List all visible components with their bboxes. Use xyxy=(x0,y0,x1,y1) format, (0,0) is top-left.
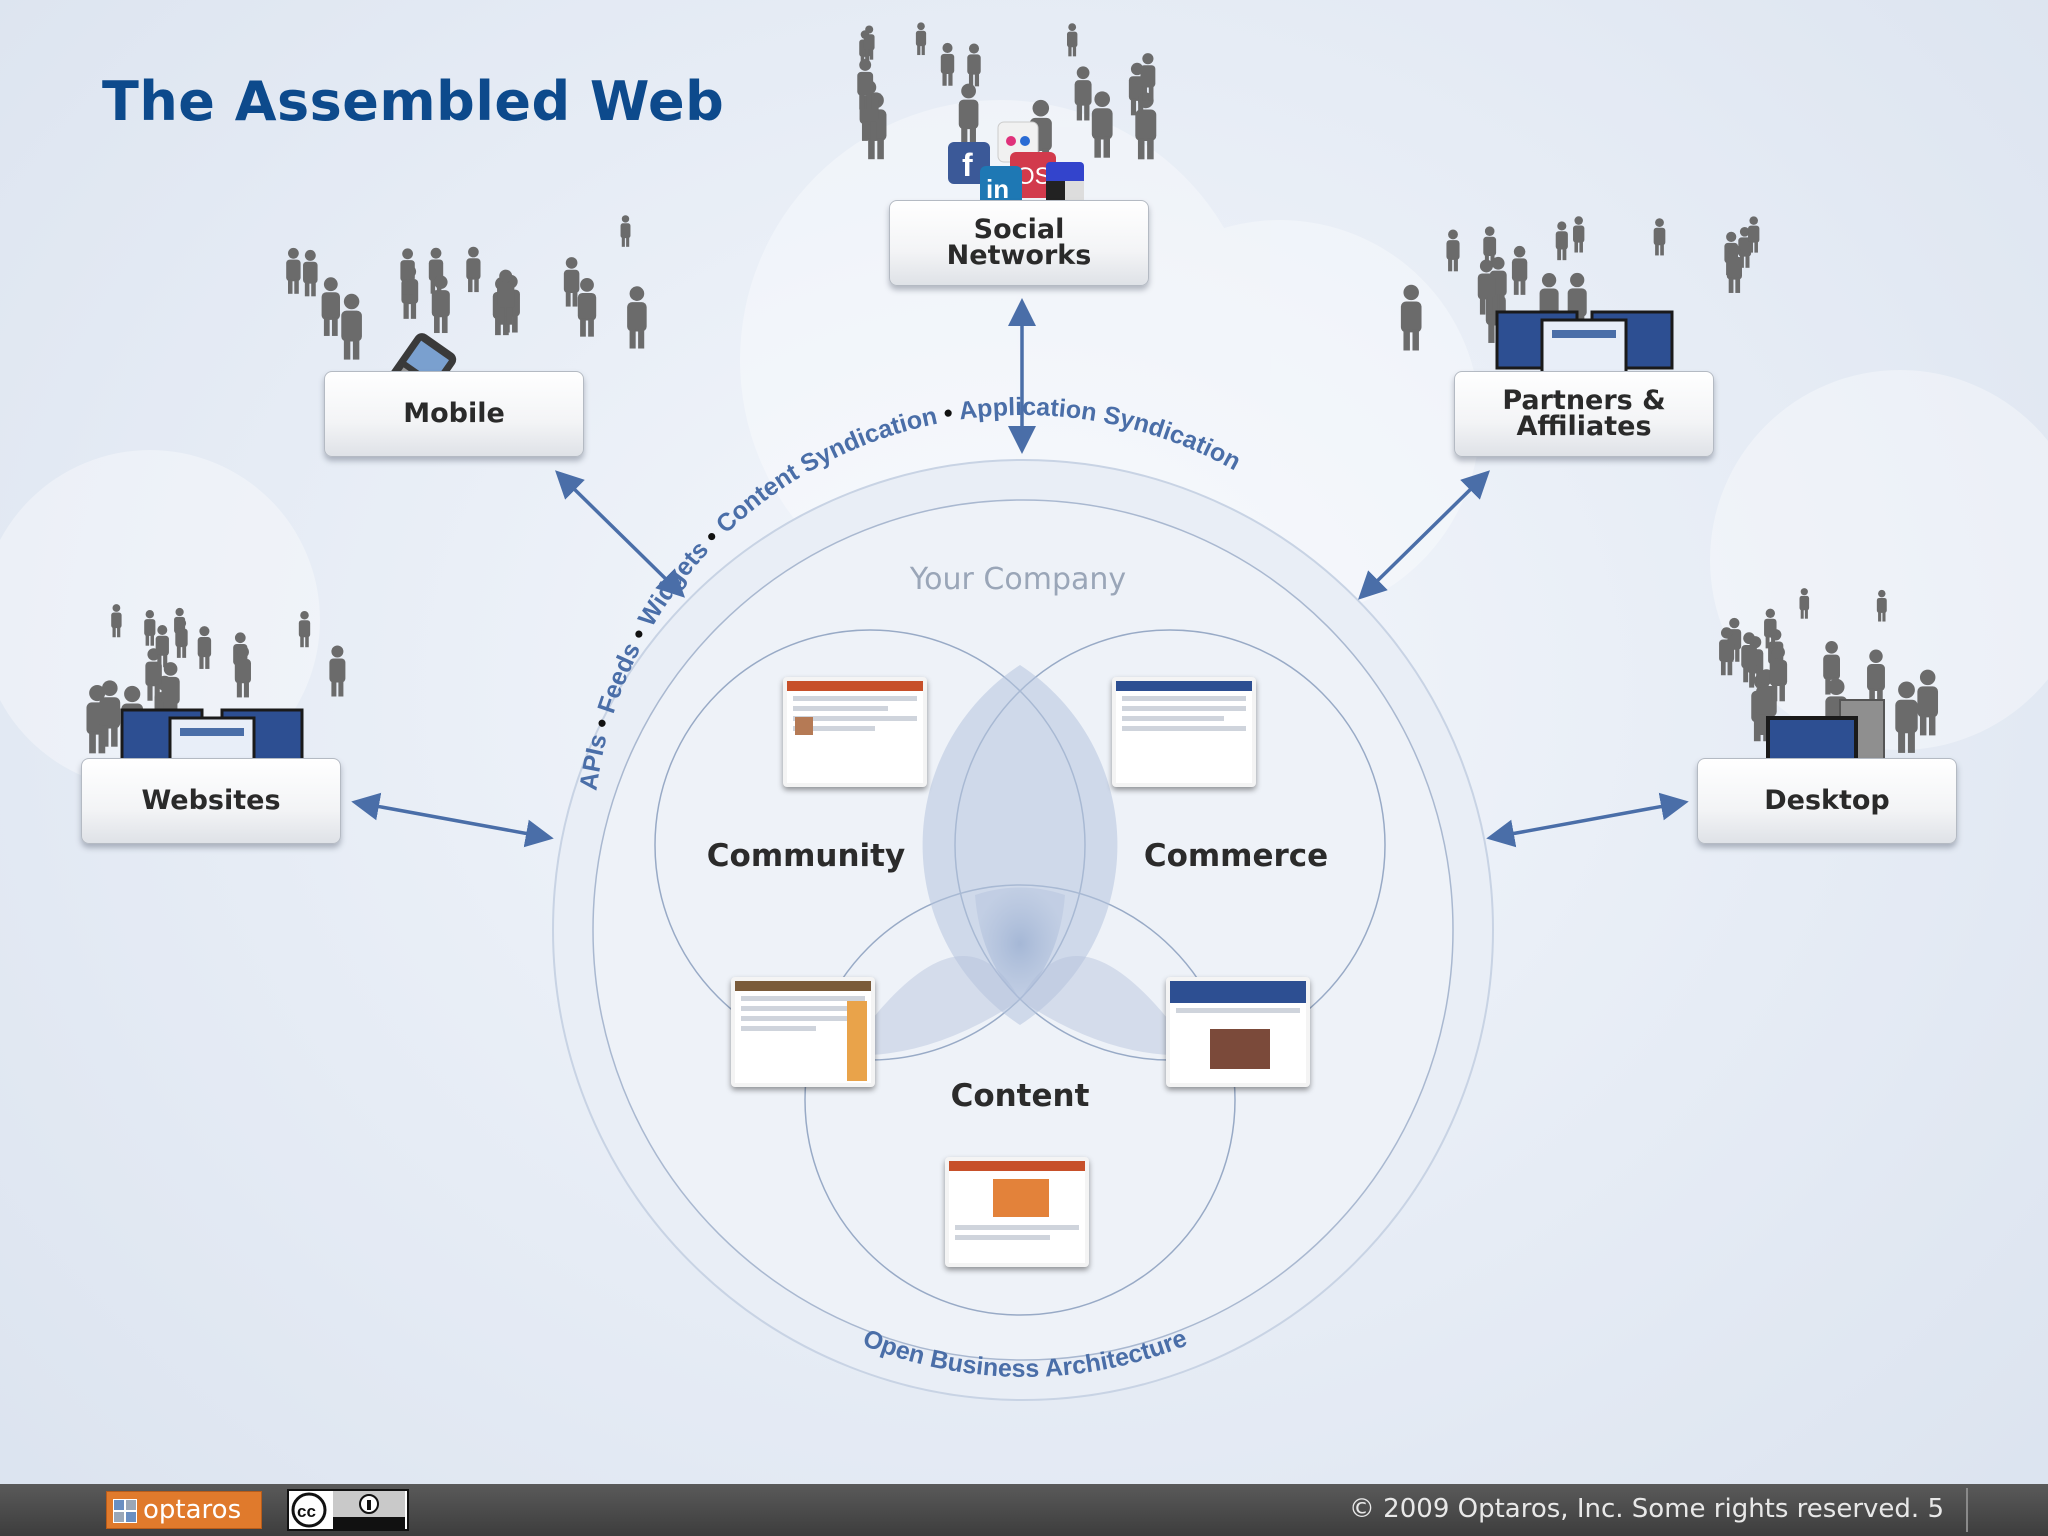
content-site-screenshot-bottom xyxy=(945,1157,1089,1267)
person-icon xyxy=(627,286,647,349)
person-icon xyxy=(1091,91,1113,158)
person-icon xyxy=(1653,218,1666,256)
person-icon xyxy=(111,604,122,638)
cc-icon: cc xyxy=(291,1491,405,1529)
venn-label-community: Community xyxy=(706,838,906,874)
svg-text:cc: cc xyxy=(297,1502,316,1521)
person-icon xyxy=(857,59,874,110)
person-icon xyxy=(321,277,340,336)
person-icon xyxy=(1555,221,1568,261)
person-icon xyxy=(1477,259,1496,315)
person-icon xyxy=(431,275,450,334)
person-icon xyxy=(1917,669,1939,736)
person-icon xyxy=(1511,245,1528,295)
monitor-icon xyxy=(120,310,1674,780)
arrow-desktop xyxy=(1486,792,1689,848)
person-icon xyxy=(144,610,156,646)
node-desktop[interactable]: Desktop xyxy=(1697,758,1957,844)
node-partners-affiliates[interactable]: Partners & Affiliates xyxy=(1454,371,1714,457)
arrow-partners xyxy=(1358,470,1490,600)
person-icon xyxy=(577,278,597,337)
person-icon xyxy=(286,247,301,294)
svg-text:in: in xyxy=(986,174,1009,204)
person-icon xyxy=(1823,641,1840,695)
venn-label-commerce: Commerce xyxy=(1143,838,1329,874)
social-network-icons: f OS in xyxy=(948,121,1084,208)
person-icon xyxy=(940,42,955,86)
person-icon xyxy=(1726,244,1742,293)
node-websites[interactable]: Websites xyxy=(81,758,341,844)
optaros-logo-mark xyxy=(113,1499,137,1523)
person-icon xyxy=(1741,632,1757,683)
person-icon xyxy=(329,645,346,697)
optaros-logo-text: optaros xyxy=(143,1495,242,1525)
venn-overlaps xyxy=(845,665,1195,1056)
linkedin-icon xyxy=(980,166,1022,208)
person-icon xyxy=(1719,627,1735,676)
cc-by-license-badge[interactable]: cc xyxy=(287,1489,409,1531)
person-icon xyxy=(958,83,979,147)
footer: optaros cc © 2009 Optaros, Inc. Some rig… xyxy=(0,1484,2048,1536)
person-icon xyxy=(563,257,580,307)
person-icon xyxy=(1769,645,1788,702)
person-icon xyxy=(1895,681,1918,753)
person-icon xyxy=(1140,53,1156,101)
person-icon xyxy=(466,246,481,293)
person-icon xyxy=(915,22,927,56)
venn-label-content: Content xyxy=(950,1078,1090,1114)
person-icon xyxy=(497,269,515,325)
content-site-screenshot-left xyxy=(731,977,875,1087)
person-icon xyxy=(620,215,631,247)
commerce-site-screenshot xyxy=(1112,677,1256,787)
person-icon xyxy=(1573,216,1585,253)
connection-arrows xyxy=(351,298,1689,848)
ring-bullet: • xyxy=(934,398,961,429)
arrow-mobile xyxy=(555,470,685,598)
person-icon xyxy=(1876,589,1887,622)
community-site-screenshot xyxy=(783,677,927,787)
person-icon xyxy=(1446,229,1460,272)
person-icon xyxy=(155,625,169,668)
copyright-text: © 2009 Optaros, Inc. Some rights reserve… xyxy=(1348,1494,1944,1524)
facebook-icon xyxy=(948,142,990,184)
node-social-networks[interactable]: Social Networks xyxy=(889,200,1149,286)
person-icon xyxy=(1400,284,1422,351)
person-icon xyxy=(1748,216,1760,253)
optaros-logo: optaros xyxy=(106,1491,262,1529)
node-mobile[interactable]: Mobile xyxy=(324,371,584,457)
content-site-screenshot-right xyxy=(1166,977,1310,1087)
person-icon xyxy=(1067,23,1078,57)
person-icon xyxy=(1074,66,1092,121)
person-icon xyxy=(99,680,121,747)
svg-text:f: f xyxy=(962,147,973,183)
person-icon xyxy=(303,249,318,297)
company-label: Your Company xyxy=(909,562,1127,597)
footer-divider xyxy=(1966,1488,1968,1532)
arrow-websites xyxy=(351,792,554,848)
person-icon xyxy=(197,626,212,669)
person-icon xyxy=(1799,588,1810,619)
person-icon xyxy=(234,645,251,698)
person-icon xyxy=(341,293,362,360)
person-icon xyxy=(175,618,188,658)
person-icon xyxy=(298,611,311,648)
person-icon xyxy=(1764,608,1777,649)
person-icon xyxy=(863,25,875,60)
person-icon xyxy=(145,648,162,701)
person-icon xyxy=(1867,649,1885,707)
person-icon xyxy=(967,43,981,87)
person-icon xyxy=(400,248,415,295)
slide-title: The Assembled Web xyxy=(102,70,725,133)
